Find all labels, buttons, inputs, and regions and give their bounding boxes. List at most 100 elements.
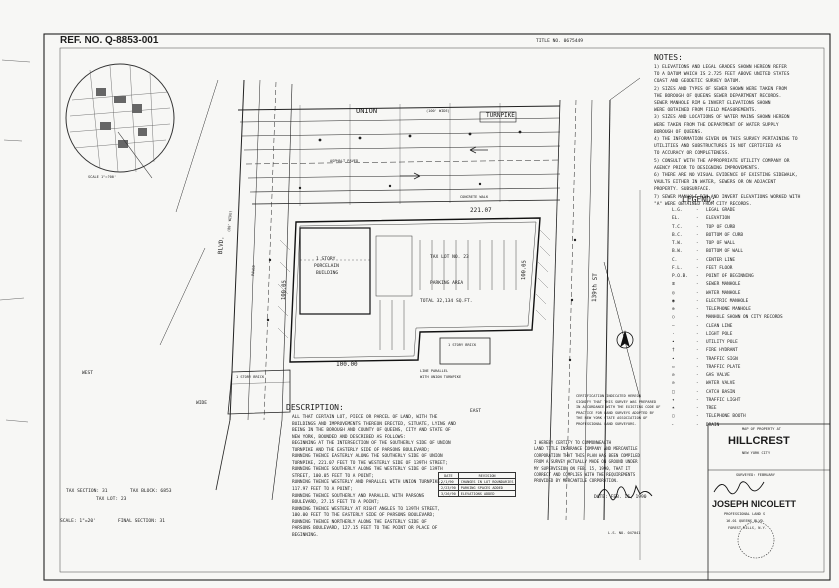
description-line: BEGINNING AT THE INTERSECTION OF THE SOU… [292,441,451,447]
key-map-scale: SCALE 1"=?00' [88,175,117,179]
legend-symbol: ╴ [672,422,675,428]
legend-dash: - [696,356,699,362]
description-line: BEING IN THE BOROUGH AND COUNTY OF QUEEN… [292,428,451,434]
title-map-of: MAP OF PROPERTY AT [742,427,781,431]
utility-symbols [266,130,577,362]
legend-dash: - [696,389,699,395]
legend-item: ∙-TRAFFIC SIGN [672,356,783,364]
note-line: TO ACCURACY OR COMPLETENESS. [654,151,730,157]
legend-item: •-UTILITY POLE [672,339,783,347]
scale-label: SCALE: 1"=20' [60,519,96,524]
description-line: STREET, 100.05 FEET TO A POINT; [292,473,374,479]
legend-item: ✶-TREE [672,405,783,413]
legend-symbol: B.W. [672,249,683,255]
note-line: 4) THE INFORMATION GIVEN ON THIS SURVEY … [654,137,798,143]
legend-item: ⊘-GAS VALVE [672,372,783,380]
ref-number: REF. NO. Q-8853-001 [60,35,159,46]
one-story-label-2: 1 STORY BRICK [448,343,477,347]
ramp-lines [159,79,219,346]
legend-symbol: B.C. [672,232,683,238]
legend-dash: - [696,265,699,271]
legend-item: EL.-ELEVATION [672,215,783,223]
legend-desc: TELEPHONE MANHOLE [706,307,751,312]
note-line: VAULTS EITHER IN WATER, SEWERS OR ON ADJ… [654,180,776,186]
legend-symbol: ⦻ [672,282,675,288]
west-distance: 100.05 [281,280,288,301]
legend-symbol: — [672,323,675,329]
legend-item: □-CATCH BASIN [672,389,783,397]
legend-dash: - [696,307,699,312]
legend-item: †-FIRE HYDRANT [672,347,783,355]
legend-item: T.C.-TOP OF CURB [672,224,783,232]
legend-dash: - [696,340,699,345]
legend-symbol: ▢ [672,414,675,420]
legend-dash: - [696,224,699,230]
legend-symbol: ⊘ [672,373,675,378]
legend-desc: LIGHT POLE [706,331,733,337]
final-section: FINAL SECTION: 31 [118,519,166,524]
description-line: TURNPIKE, 221.07 FEET TO THE WESTERLY SI… [292,460,448,466]
legend-symbol: C. [672,257,678,263]
legend-item: ✦-TRAFFIC LIGHT [672,397,783,405]
legend-symbol: ◎ [672,290,675,296]
notes-list: 1) ELEVATIONS AND LEGAL GRADES SHOWN HER… [654,64,800,208]
surveyor-signature [713,481,765,495]
certification-line: PRACTICE FOR LAND SURVEYS ADOPTED BY [576,410,654,415]
frontage-hatch [277,229,551,339]
legend-desc: FEET FLOOR [706,265,733,271]
rear-distance: 100.00 [336,361,358,368]
legend-dash: - [696,257,699,263]
legend-symbol: ✦ [672,397,675,403]
legend-symbol: L.G. [672,208,683,213]
parking-area-label: PARKING AREA [430,281,464,286]
legend-dash: - [696,331,699,337]
north-arrow-icon [603,261,641,399]
certification-date: DATE: FEB. 15, 1990 [594,495,647,500]
tax-lot-label: TAX LOT NO. 23 [430,255,469,260]
line-parallel-2: WITH UNION TURNPIKE [420,375,462,379]
title-address-2: FOREST HILLS, N.Y. [728,526,767,530]
legend-item: ⦻-SEWER MANHOLE [672,281,783,289]
legend-dash: - [696,381,699,387]
building-label-1: 1 STORY [316,257,336,262]
inner-border [59,47,825,573]
property-boundary [289,217,541,363]
title-city: NEW YORK CITY [742,451,771,455]
description-line: RUNNING THENCE SOUTHERLY ALONG THE WESTE… [292,467,443,473]
description-line: RUNNING THENCE NORTHERLY ALONG THE EASTE… [292,519,427,525]
note-line: WERE TAKEN FROM THE DEPARTMENT OF WATER … [654,122,779,128]
legend-desc: TOP OF CURB [706,224,736,230]
note-line: 5) CONSULT WITH THE APPROPRIATE UTILITY … [654,158,790,164]
legend-dash: - [696,282,699,288]
legend-item: B.C.-BOTTOM OF CURB [672,232,783,240]
note-line: 6) THERE ARE NO VISUAL EVIDENCE OF EXIST… [654,173,798,179]
street-139-label: 139th ST [591,273,600,303]
description-line: BUILDINGS AND IMPROVEMENTS THEREON ERECT… [292,421,456,427]
legend-desc: BOTTOM OF WALL [706,249,744,255]
legend-desc: GAS VALVE [706,373,730,378]
title-license: PROFESSIONAL LAND S [724,512,766,516]
legend-dash: - [696,315,699,321]
note-line: UTILITIES AND SUBSTRUCTURES IS NOT CERTI… [654,144,782,150]
note-line: 7) SEWER MANHOLE RIM AND INVERT ELEVATIO… [654,194,801,200]
street-turnpike-label: TURNPIKE [486,112,515,119]
legend-desc: TREE [706,406,717,411]
edge-marks [0,59,31,423]
tax-block: TAX BLOCK: 6853 [130,489,172,494]
certification-line: FROM A SURVEY ACTUALLY MADE ON GROUND UN… [534,459,638,465]
certification-line: THE NEW YORK STATE ASSOCIATION OF [576,416,648,421]
legend-dash: - [696,290,699,296]
one-story-label: 1 STORY BRICK [236,375,265,379]
legend-dash: - [696,323,699,329]
legend-desc: MANHOLE SHOWN ON CITY RECORDS [706,315,783,321]
description-line: PARSONS BOULEVARD, 127.15 FEET TO THE PO… [292,526,438,532]
legend-item: ▫-TRAFFIC PLATE [672,364,783,372]
legend-symbol: ▫ [672,364,675,370]
title-block-box [707,423,831,581]
legend-symbol: ∙ [672,356,675,362]
street-union-label: UNION [356,107,378,115]
legend-desc: TOP OF WALL [706,241,736,246]
